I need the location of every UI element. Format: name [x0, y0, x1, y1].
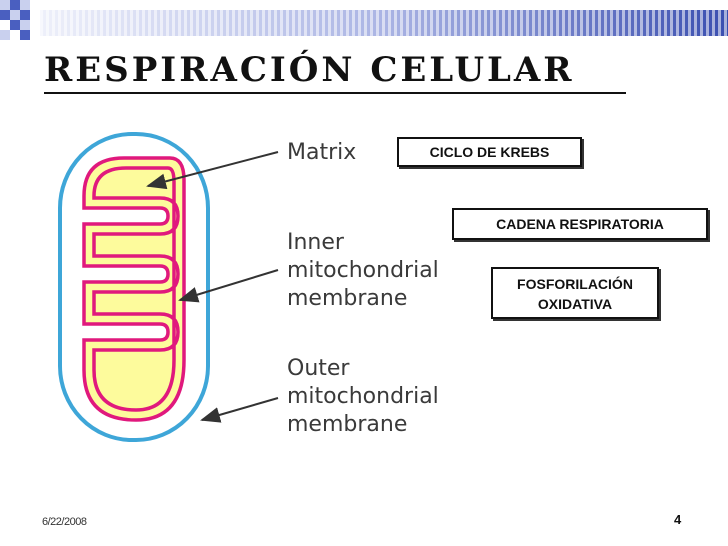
corner-checker-decoration: [0, 0, 30, 40]
footer-date: 6/22/2008: [42, 516, 87, 528]
oxidative-phosphorylation-label-line2: OXIDATIVA: [537, 296, 613, 312]
title-underline: [44, 92, 626, 94]
matrix-arrow: [146, 151, 279, 190]
oxidative-phosphorylation-label-line1: FOSFORILACIÓN: [517, 276, 633, 292]
krebs-cycle-box: CICLO DE KREBS: [397, 137, 582, 167]
oxidative-phosphorylation-box: FOSFORILACIÓN OXIDATIVA: [491, 267, 659, 319]
respiratory-chain-label: CADENA RESPIRATORIA: [496, 216, 664, 232]
inner-membrane-label-line3: membrane: [287, 286, 408, 311]
mitochondrion-diagram: [58, 132, 279, 442]
inner-membrane-label-line1: Inner: [287, 230, 344, 255]
inner-membrane-inner-line: [92, 166, 180, 412]
outer-membrane-label-line2: mitochondrial: [287, 384, 439, 409]
outer-membrane-label-line1: Outer: [287, 356, 350, 381]
header-stripe-bar: [40, 10, 728, 36]
matrix-label: Matrix: [287, 140, 357, 165]
outer-membrane-label-line3: membrane: [287, 412, 408, 437]
inner-membrane-label-line2: mitochondrial: [287, 258, 439, 283]
inner-membrane-outline: [82, 156, 186, 422]
inner-membrane-arrow: [178, 269, 279, 303]
outer-membrane-arrow: [200, 397, 279, 423]
krebs-cycle-label: CICLO DE KREBS: [429, 144, 550, 160]
slide-title: RESPIRACIÓN CELULAR: [44, 50, 575, 90]
page-number: 4: [674, 512, 682, 527]
respiratory-chain-box: CADENA RESPIRATORIA: [452, 208, 708, 240]
